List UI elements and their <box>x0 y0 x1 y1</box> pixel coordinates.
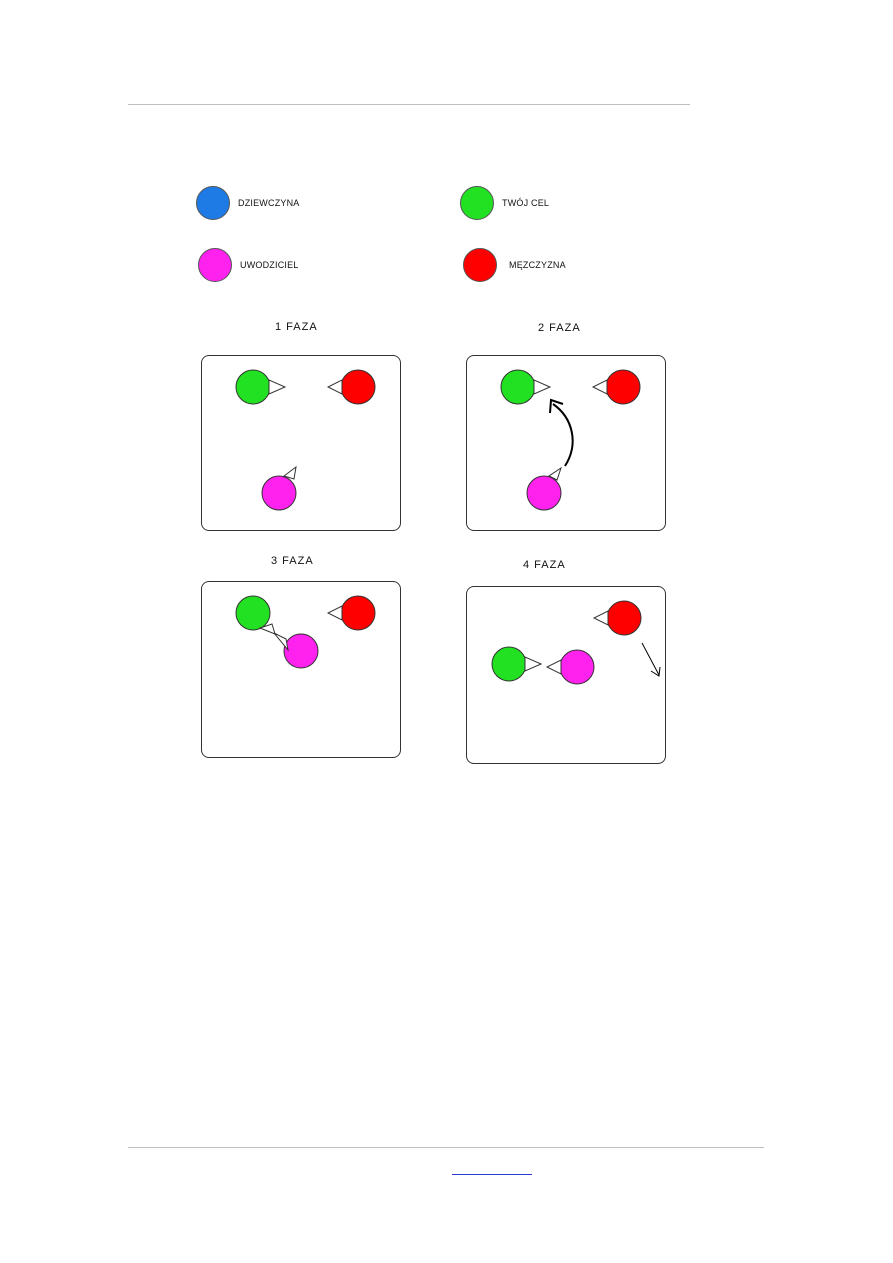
legend-label-seducer: UWODZICIEL <box>240 260 299 270</box>
seducer-figure <box>526 466 562 511</box>
header-divider <box>128 104 690 105</box>
man-figure <box>326 369 376 405</box>
phase-1-panel <box>201 355 401 531</box>
phase-3-scene <box>235 595 376 669</box>
target-figure <box>491 646 543 682</box>
seducer-figure <box>273 632 319 669</box>
target-figure <box>500 369 552 405</box>
legend-label-girl: DZIEWCZYNA <box>238 198 300 208</box>
target-figure <box>235 369 287 405</box>
arrow-down-right-icon <box>641 642 661 677</box>
phase-4-panel <box>466 586 666 764</box>
phase-3-title: 3 FAZA <box>271 555 314 567</box>
magenta-circle-icon <box>198 248 232 282</box>
legend-label-man: MĘZCZYZNA <box>509 260 566 270</box>
curved-arrow-icon <box>549 398 574 467</box>
legend-item-target: TWÓJ CEL <box>460 186 549 220</box>
legend-item-man: MĘZCZYZNA <box>463 248 566 282</box>
footer-link[interactable] <box>452 1162 532 1175</box>
phase-2-scene <box>500 369 641 511</box>
seducer-figure <box>261 465 297 511</box>
legend-item-girl: DZIEWCZYNA <box>196 186 300 220</box>
red-circle-icon <box>463 248 497 282</box>
phase-2-panel <box>466 355 666 531</box>
phase-1-title: 1 FAZA <box>275 321 318 333</box>
phase-2-title: 2 FAZA <box>538 322 581 334</box>
blue-circle-icon <box>196 186 230 220</box>
man-figure <box>326 595 376 631</box>
legend-item-seducer: UWODZICIEL <box>198 248 299 282</box>
footer-divider <box>128 1147 764 1148</box>
green-circle-icon <box>460 186 494 220</box>
phase-4-scene <box>491 600 661 685</box>
phase-4-title: 4 FAZA <box>523 559 566 571</box>
phase-3-panel <box>201 581 401 758</box>
man-figure <box>591 369 641 405</box>
man-figure <box>592 600 642 636</box>
target-figure <box>235 595 276 635</box>
seducer-figure <box>545 649 595 685</box>
phase-1-scene <box>235 369 376 511</box>
legend-label-target: TWÓJ CEL <box>502 198 550 208</box>
